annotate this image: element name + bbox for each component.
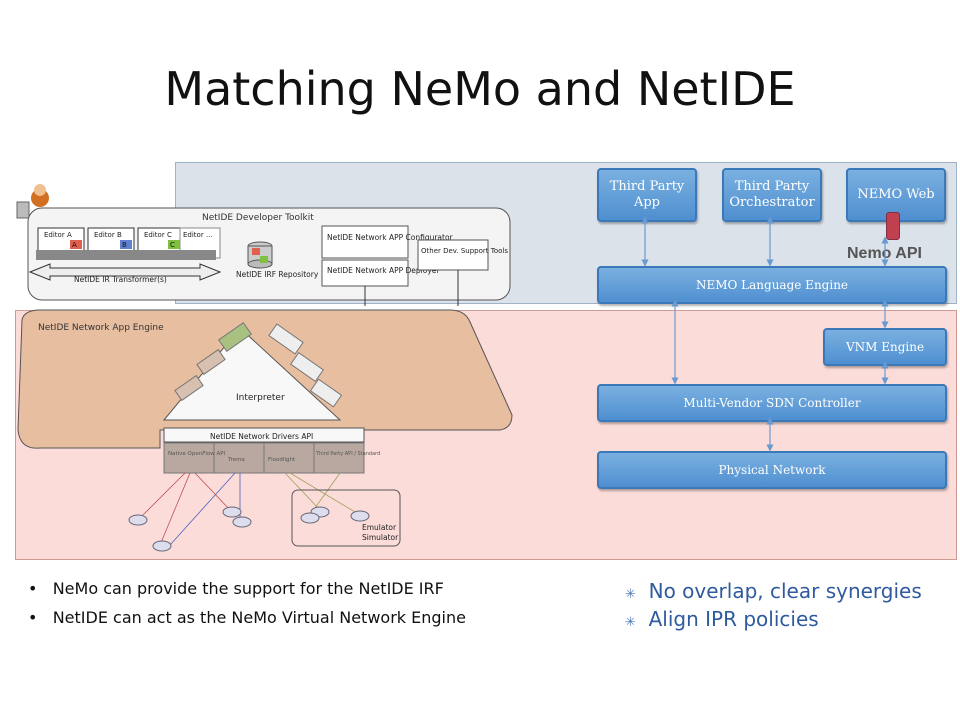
other-tools-box [417, 239, 489, 271]
slide-title: Matching NeMo and NetIDE [164, 62, 796, 116]
app-engine-label: NetIDE Network App Engine [38, 323, 164, 333]
bullet-text: Align IPR policies [648, 607, 819, 631]
asterisk-icon: ✳ [625, 587, 636, 602]
deployer-box [321, 259, 409, 287]
nemo-api-connector-icon [886, 212, 900, 240]
editor-b-label: Editor B [94, 231, 122, 239]
simulator-label: Simulator [362, 533, 399, 542]
other-tools-label: Other Dev. Support Tools [421, 247, 508, 255]
vnm-engine-box: VNM Engine [823, 328, 947, 366]
nemo-connector-arrows [641, 216, 889, 452]
bullet-item: ✳ Align IPR policies [625, 607, 922, 631]
bullet-item: ✳ No overlap, clear synergies [625, 579, 922, 603]
asterisk-icon: ✳ [625, 615, 636, 630]
nemo-web-box: NEMO Web [846, 168, 946, 222]
bullet-text: No overlap, clear synergies [648, 579, 922, 603]
drivers-api-label: NetIDE Network Drivers API [210, 432, 313, 441]
editor-more-label: Editor ... [183, 231, 213, 239]
tag-b: B [122, 241, 127, 249]
developer-user-icon [16, 184, 49, 219]
physical-network-box: Physical Network [597, 451, 947, 489]
irf-repository-icon [247, 241, 273, 269]
editor-c-label: Editor C [144, 231, 172, 239]
irf-repository-label: NetIDE IRF Repository [236, 270, 319, 279]
netide-architecture-diagram: NetIDE Developer Toolkit Editor A Editor… [16, 184, 513, 552]
deployer-label: NetIDE Network APP Deployer [327, 266, 440, 275]
emulator-label: Emulator [362, 523, 397, 532]
configurator-box [321, 225, 409, 259]
editor-boxes: Editor A Editor B Editor C Editor ... A … [36, 227, 221, 260]
tag-a: A [72, 241, 77, 249]
developer-toolkit-label: NetIDE Developer Toolkit [202, 213, 314, 223]
interpreter-triangle [162, 327, 342, 421]
driver-openflow-label: Native OpenFlow API [168, 451, 226, 457]
bullet-text: NetIDE can act as the NeMo Virtual Netwo… [52, 608, 466, 627]
network-links [139, 472, 361, 546]
third-party-orchestrator-box: Third Party Orchestrator [722, 168, 822, 222]
bullet-item: • NeMo can provide the support for the N… [28, 579, 444, 598]
sdn-controller-box: Multi-Vendor SDN Controller [597, 384, 947, 422]
driver-boxes: Native OpenFlow API Trema Floodlight Thi… [163, 442, 380, 474]
bullet-item: • NetIDE can act as the NeMo Virtual Net… [28, 608, 466, 627]
driver-trema-label: Trema [227, 457, 245, 463]
drivers-api-box [163, 427, 365, 443]
transformer-label: NetIDE IR Transformer(s) [74, 275, 167, 284]
transformer-arrow [28, 263, 222, 281]
tag-c: C [170, 241, 175, 249]
left-bullet-list: • NeMo can provide the support for the N… [28, 579, 466, 637]
editor-a-label: Editor A [44, 231, 72, 239]
third-party-app-box: Third Party App [597, 168, 697, 222]
nemo-language-engine-box: NEMO Language Engine [597, 266, 947, 304]
network-switch-icons [128, 506, 370, 552]
driver-thirdparty-label: Third Party API / Standard [315, 451, 380, 457]
right-bullet-list: ✳ No overlap, clear synergies ✳ Align IP… [625, 579, 922, 635]
configurator-label: NetIDE Network APP Configurator [327, 233, 454, 242]
driver-floodlight-label: Floodlight [268, 457, 296, 463]
interpreter-label: Interpreter [236, 393, 285, 403]
bullet-text: NeMo can provide the support for the Net… [52, 579, 444, 598]
emulator-region [291, 489, 401, 547]
